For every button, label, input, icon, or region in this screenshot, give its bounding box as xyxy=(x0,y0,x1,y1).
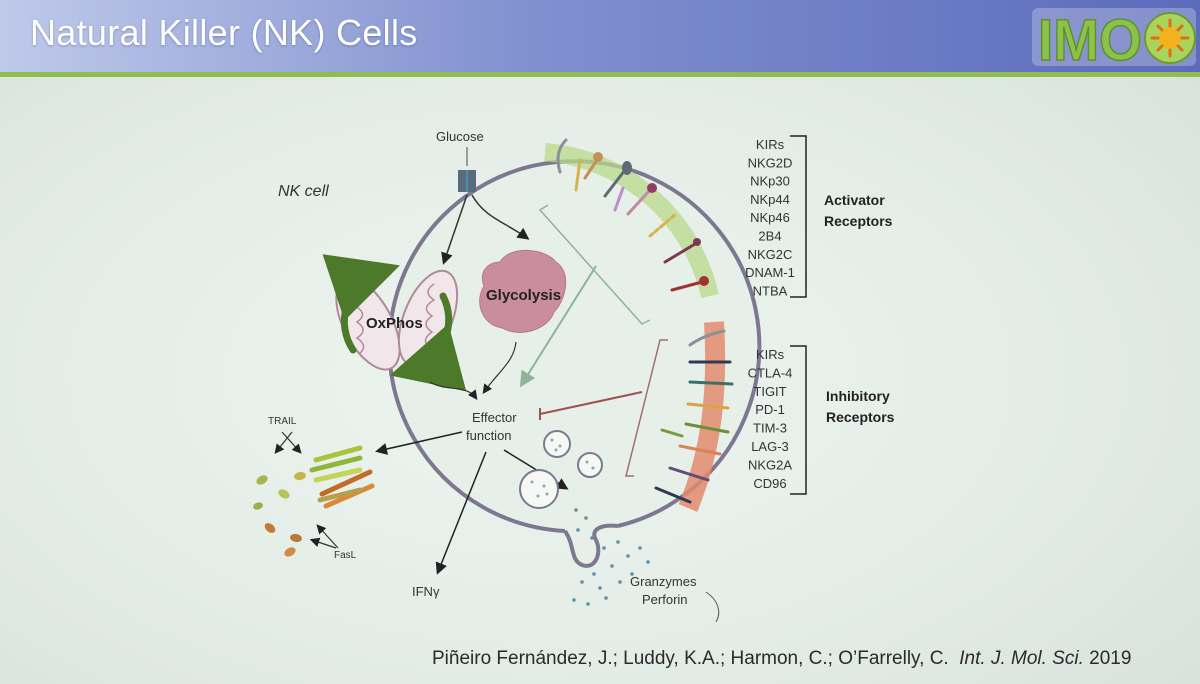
inhibitory-receptors-icon xyxy=(654,329,734,504)
inhibitory-receptor-cd96: CD96 xyxy=(753,476,786,491)
inhibitory-receptor-pd-1: PD-1 xyxy=(755,402,785,417)
slide-title: Natural Killer (NK) Cells xyxy=(30,12,418,53)
citation-authors: Piñeiro Fernández, J.; Luddy, K.A.; Harm… xyxy=(432,648,949,669)
granzymes-perforin-dots xyxy=(572,508,650,606)
inhibitory-title-line2: Receptors xyxy=(826,409,895,425)
activator-receptor-ntba: NTBA xyxy=(753,283,788,298)
activator-receptor-nkp30: NKp30 xyxy=(750,174,790,189)
glucose-label: Glucose xyxy=(436,129,484,144)
oxphos-cycle-icon xyxy=(322,254,467,392)
activator-receptor-dnam-1: DNAM-1 xyxy=(745,265,795,280)
inhibitory-receptor-nkg2a: NKG2A xyxy=(748,457,792,472)
activator-receptor-2b4: 2B4 xyxy=(758,229,781,244)
activator-receptor-band xyxy=(544,143,719,299)
activator-receptor-kirs: KIRs xyxy=(756,137,785,152)
citation: Piñeiro Fernández, J.; Luddy, K.A.; Harm… xyxy=(432,648,1131,670)
effector-label-line1: Effector xyxy=(472,410,517,425)
glycolysis-label: Glycolysis xyxy=(486,287,561,304)
logo-text: IMO xyxy=(1038,8,1142,70)
ifng-label: IFNγ xyxy=(412,584,440,599)
inhibitory-receptor-band xyxy=(678,321,726,512)
oxphos-label: OxPhos xyxy=(366,315,423,332)
inhibitory-receptor-tim-3: TIM-3 xyxy=(753,421,787,436)
imo-logo: IMO xyxy=(1032,7,1196,70)
granzymes-label: Granzymes xyxy=(630,574,697,589)
citation-year: 2019 xyxy=(1089,648,1132,669)
inhibitory-receptor-kirs: KIRs xyxy=(756,347,785,362)
inhibitory-title-line1: Inhibitory xyxy=(826,388,890,404)
activator-receptor-nkp44: NKp44 xyxy=(750,192,790,207)
inhibitory-receptor-tigit: TIGIT xyxy=(753,384,786,399)
activator-receptor-nkp46: NKp46 xyxy=(750,210,790,225)
activator-title-line2: Receptors xyxy=(824,213,893,229)
glucose-transporter-icon xyxy=(458,170,466,192)
slide-header xyxy=(0,0,1200,74)
header-rule xyxy=(0,72,1200,77)
ligand-leaves-icon xyxy=(253,471,306,557)
fasl-label: FasL xyxy=(334,550,357,561)
perforin-label: Perforin xyxy=(642,592,688,607)
granule-vesicles-icon xyxy=(519,430,603,509)
activator-title-line1: Activator xyxy=(824,192,885,208)
citation-journal: Int. J. Mol. Sci. xyxy=(959,648,1084,669)
activator-receptor-nkg2c: NKG2C xyxy=(748,247,793,262)
nk-cell-label: NK cell xyxy=(278,183,329,200)
cell-membrane xyxy=(387,159,762,568)
inhibitory-receptor-ctla-4: CTLA-4 xyxy=(748,365,793,380)
glycolysis-blob xyxy=(479,249,567,333)
inhibitory-receptor-lag-3: LAG-3 xyxy=(751,439,789,454)
trail-fasl-receptors-icon xyxy=(309,445,375,509)
activator-receptors-icon xyxy=(556,138,709,292)
effector-label-line2: function xyxy=(466,428,512,443)
trail-label: TRAIL xyxy=(268,416,297,427)
activator-receptor-nkg2d: NKG2D xyxy=(748,155,793,170)
